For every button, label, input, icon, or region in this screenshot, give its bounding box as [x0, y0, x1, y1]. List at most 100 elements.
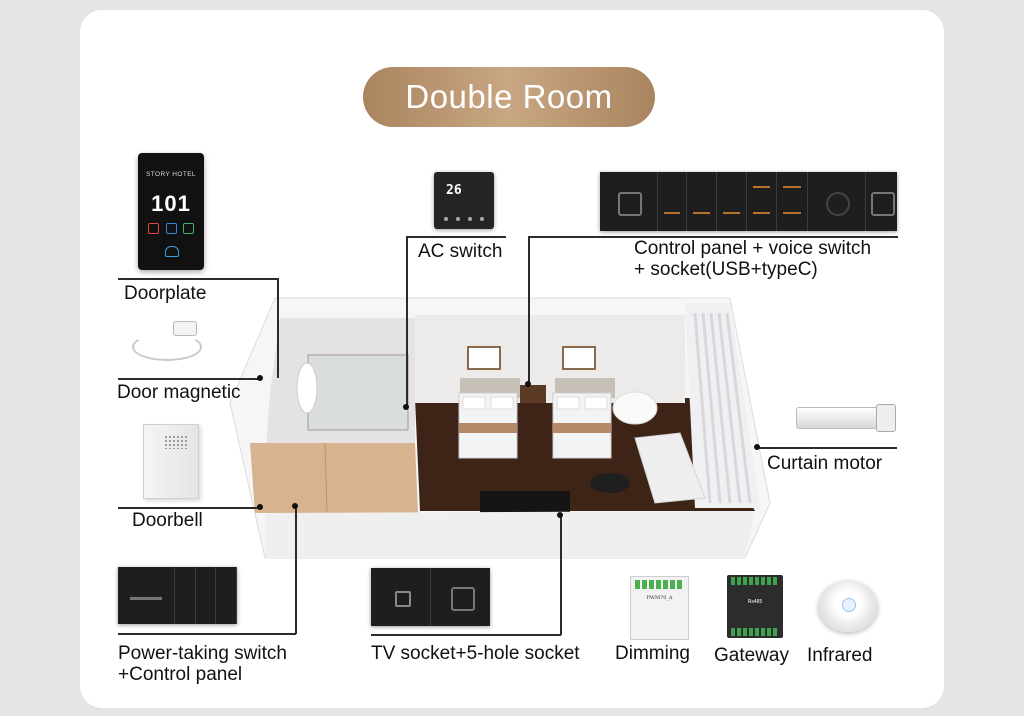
gateway-device: Rs485: [727, 575, 783, 638]
ac-dot: [403, 404, 409, 410]
shower-glass: [307, 354, 409, 431]
door-magnetic-connector: [118, 378, 260, 380]
terminal-block-bottom: [731, 628, 779, 636]
ac-connector-h: [406, 236, 506, 238]
bell-icon: [165, 246, 179, 257]
control-connector-v: [528, 236, 530, 384]
power-dot: [292, 503, 298, 509]
voice-switch-panel: [808, 172, 866, 231]
control-key-3: [216, 567, 238, 624]
socket-icon: [450, 587, 475, 611]
sofa: [634, 432, 706, 504]
doorplate-brand: STORY HOTEL: [146, 171, 196, 178]
tv: [480, 491, 570, 513]
picture-right: [562, 346, 596, 370]
key-panel-2: [687, 172, 717, 231]
speaker-grill-icon: [164, 435, 188, 449]
tv-socket-device: [371, 568, 490, 626]
tv-connector-v: [560, 515, 562, 635]
label-gateway: Gateway: [714, 645, 789, 666]
doorplate-device: STORY HOTEL 101: [138, 153, 204, 270]
coffee-table: [590, 473, 630, 493]
infrared-sensor-device: [818, 580, 878, 632]
room-back-wall: [415, 315, 685, 403]
ac-buttons: [444, 217, 484, 221]
dimming-model: PWM70_A: [646, 595, 673, 601]
bed-right: [552, 392, 612, 459]
doorplate-connector-v: [277, 278, 279, 378]
key-panel-1: [658, 172, 688, 231]
socket-icon: [618, 191, 643, 216]
socket-panel-right: [866, 172, 897, 231]
control-connector-h: [528, 236, 898, 238]
label-doorbell: Doorbell: [132, 510, 203, 531]
label-curtain-motor: Curtain motor: [767, 453, 883, 474]
dnd-icon: [148, 223, 159, 234]
terminal-block: [731, 577, 779, 585]
room-illustration: [229, 297, 771, 559]
doorplate-number: 101: [151, 191, 191, 216]
curtain-folds: [693, 312, 752, 504]
picture-left: [467, 346, 501, 370]
label-control-line2: + socket(USB+typeC): [634, 259, 818, 280]
control-key-2: [196, 567, 217, 624]
control-key-1: [175, 567, 196, 624]
door-magnetic-device: [173, 321, 197, 336]
door-magnetic-wire: [132, 333, 202, 361]
label-doorplate: Doorplate: [124, 283, 207, 304]
tv-socket-panel: [371, 568, 431, 626]
page-title: Double Room: [363, 67, 655, 127]
gateway-model: Rs485: [747, 599, 763, 605]
label-tv-socket: TV socket+5-hole socket: [371, 643, 580, 664]
control-panel-device: [600, 172, 897, 231]
tv-connector-h: [371, 634, 561, 636]
control-dot: [525, 381, 531, 387]
five-hole-socket-panel: [431, 568, 490, 626]
socket-panel-left: [600, 172, 658, 231]
power-connector-v: [295, 506, 297, 634]
doorbell-dot: [257, 504, 263, 510]
card-slot-icon: [130, 597, 162, 600]
power-connector-h: [118, 633, 296, 635]
dimming-module-device: PWM70_A: [630, 576, 689, 640]
label-power-line2: +Control panel: [118, 664, 243, 685]
nightstand: [520, 385, 546, 403]
room-front-edge: [265, 511, 755, 558]
key-panel-4: [747, 172, 778, 231]
service-icon: [165, 223, 177, 234]
wardrobe: [250, 443, 418, 513]
key-panel-3: [717, 172, 748, 231]
label-dimming: Dimming: [615, 643, 690, 664]
curtain-motor-device: [796, 407, 878, 429]
doorplate-status-icons: [148, 223, 194, 234]
label-infrared: Infrared: [807, 645, 873, 666]
key-panel-5: [777, 172, 808, 231]
label-power-line1: Power-taking switch: [118, 643, 287, 664]
power-taking-switch-device: [118, 567, 238, 624]
ac-display: 26: [446, 183, 462, 198]
ac-switch-device: 26: [434, 172, 494, 229]
doorplate-connector-h: [118, 278, 278, 280]
card-slot-panel: [118, 567, 175, 624]
curtain-connector: [757, 447, 897, 449]
curtain-dot: [754, 444, 760, 450]
doorbell-connector: [118, 507, 260, 509]
door-magnetic-dot: [257, 375, 263, 381]
label-control-line1: Control panel + voice switch: [634, 238, 872, 259]
ac-connector-v: [406, 236, 408, 406]
clean-icon: [183, 223, 194, 234]
bath-mirror: [296, 362, 318, 414]
usb-socket-icon: [871, 191, 896, 216]
tv-dot: [557, 512, 563, 518]
terminal-block: [635, 580, 684, 589]
doorbell-device: [143, 424, 199, 499]
window-wall: [685, 303, 760, 508]
curtain-motor-end-cap: [876, 404, 896, 432]
sensor-lens-icon: [842, 598, 856, 612]
label-ac-switch: AC switch: [418, 241, 503, 262]
microphone-icon: [826, 191, 851, 216]
wardrobe-seam: [324, 442, 328, 514]
lounge-chair: [612, 391, 658, 425]
bed-left: [458, 392, 518, 459]
tv-coax-icon: [394, 591, 411, 607]
